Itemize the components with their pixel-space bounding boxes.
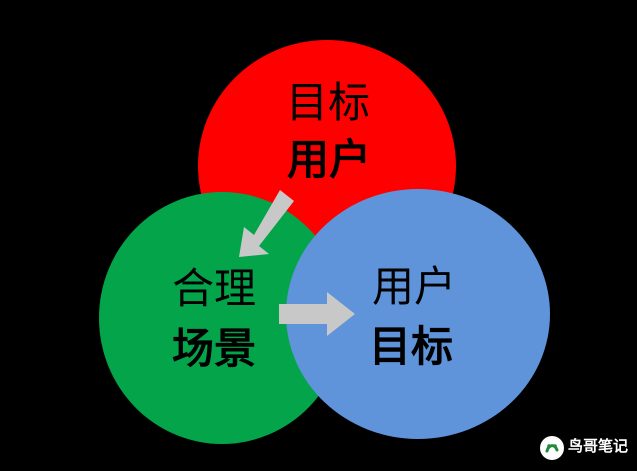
watermark: 鸟哥笔记 <box>540 434 629 462</box>
watermark-text: 鸟哥笔记 <box>568 438 629 455</box>
user-goals-label-line2: 目标 <box>368 322 453 371</box>
target-users-label-line2: 用户 <box>286 135 371 184</box>
reasonable-scene-label-line2: 场景 <box>171 324 256 373</box>
arrow-target-users-to-scene <box>239 190 294 257</box>
reasonable-scene-label-line1: 合理 <box>171 264 256 313</box>
target-users-label-line1: 目标 <box>285 78 370 127</box>
logo-icon <box>540 436 564 460</box>
user-goals-label-line1: 用户 <box>371 262 456 311</box>
arrow-scene-to-user-goals <box>279 292 355 336</box>
